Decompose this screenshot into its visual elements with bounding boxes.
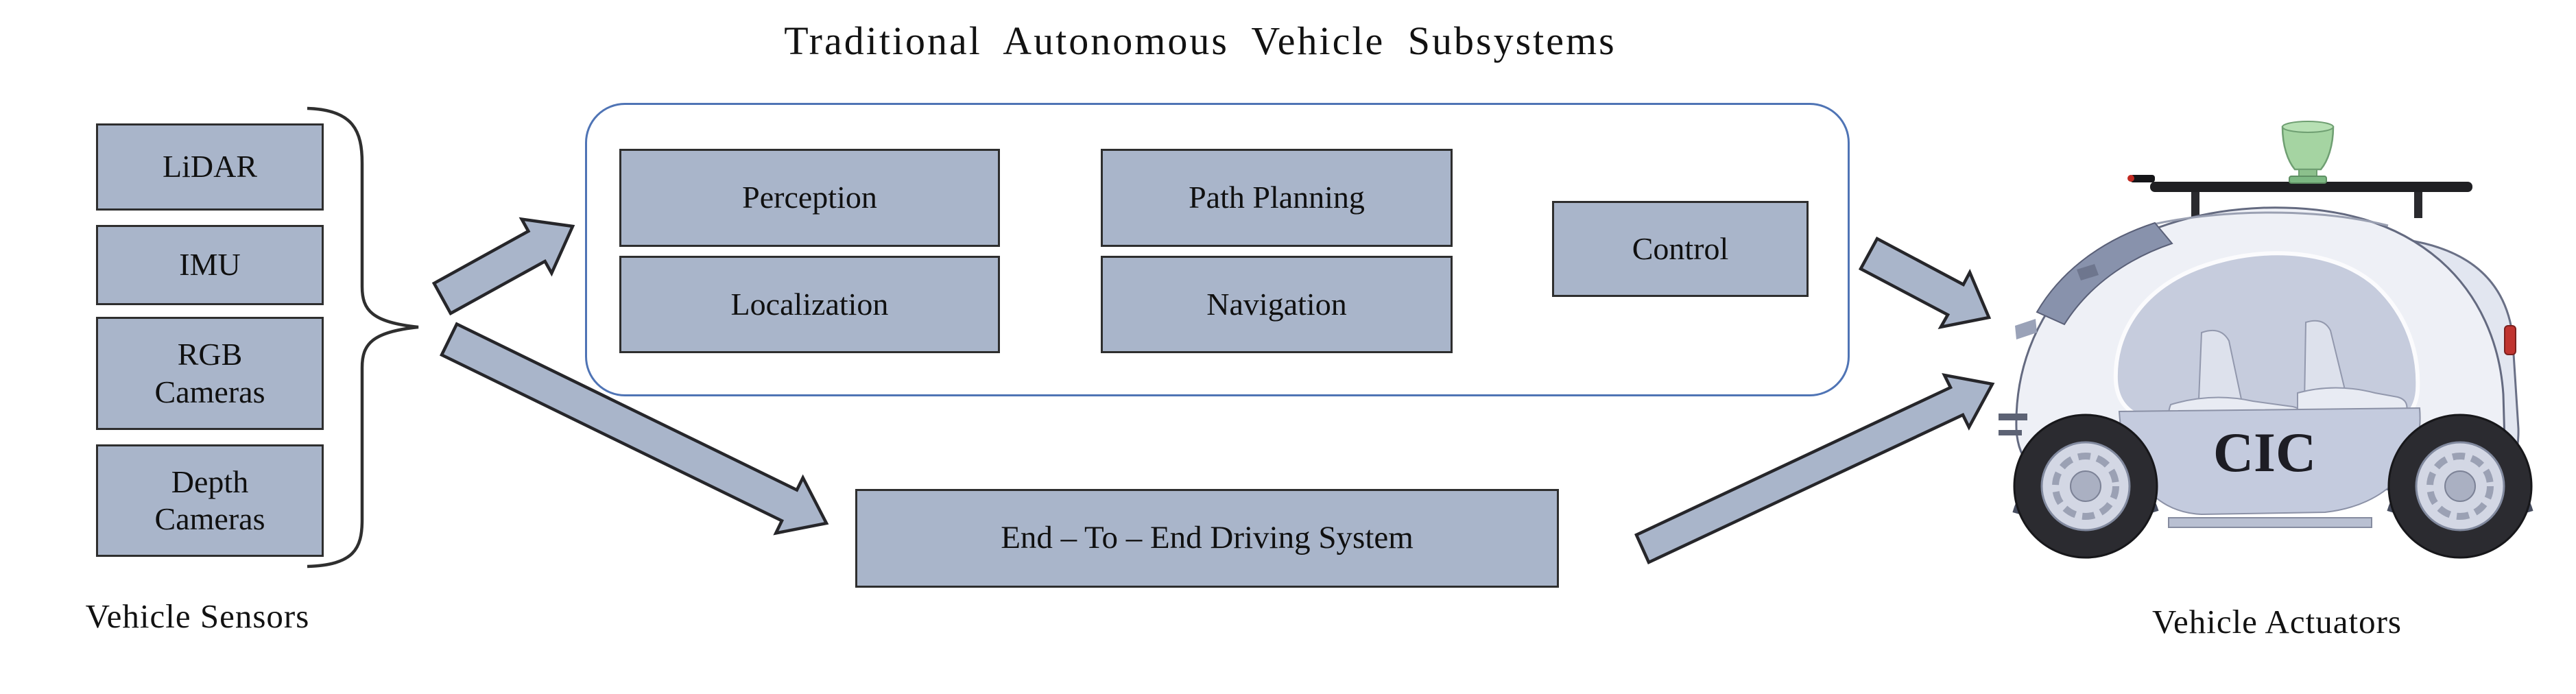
sensor-box-depth-cameras: Depth Cameras [96,444,324,557]
front-wheel [2013,414,2158,559]
arrow-sensors-to-endtoend [439,322,829,536]
arrow-subsystems-to-vehicle [1858,236,1992,329]
pipeline-box-perception: Perception [619,149,1000,247]
rocker-step [2168,517,2372,528]
vehicle-sensors-caption: Vehicle Sensors [85,597,310,635]
pipeline-box-localization: Localization [619,256,1000,353]
taillight [2504,325,2516,355]
vehicle-illustration: CIC [1999,121,2533,559]
windshield [2036,222,2173,326]
sensor-label: IMU [179,247,241,283]
sensor-box-rgb-cameras: RGB Cameras [96,317,324,430]
roof-rail [2153,211,2389,227]
rear-wheel [2387,414,2533,559]
sensor-label: Depth Cameras [154,464,265,536]
diagram-title: Traditional Autonomous Vehicle Subsystem… [784,19,1617,63]
sensor-label: RGB Cameras [154,337,265,409]
side-mirror [2077,264,2099,280]
sensor-label: LiDAR [163,149,257,184]
vehicle-actuators-caption: Vehicle Actuators [2152,603,2402,641]
pipeline-label: Control [1632,230,1729,266]
roof-rack [2127,175,2472,218]
sensor-box-lidar: LiDAR [96,123,324,211]
pipeline-label: Perception [742,180,877,215]
pipeline-label: Path Planning [1189,180,1365,215]
end-to-end-box: End – To – End Driving System [855,489,1559,588]
pipeline-label: Navigation [1206,286,1347,322]
arrow-endtoend-to-vehicle [1634,372,1995,565]
cic-badge: CIC [2213,421,2316,483]
end-to-end-label: End – To – End Driving System [1001,520,1414,556]
pipeline-box-control: Control [1552,201,1809,297]
front-details [1999,319,2037,435]
pipeline-box-path-planning: Path Planning [1101,149,1453,247]
pipeline-label: Localization [730,286,889,322]
sensors-brace [307,106,419,569]
arrow-sensors-to-subsystems [431,217,575,316]
pipeline-box-navigation: Navigation [1101,256,1453,353]
sensor-box-imu: IMU [96,225,324,305]
lidar-sensor-icon [2281,121,2335,184]
